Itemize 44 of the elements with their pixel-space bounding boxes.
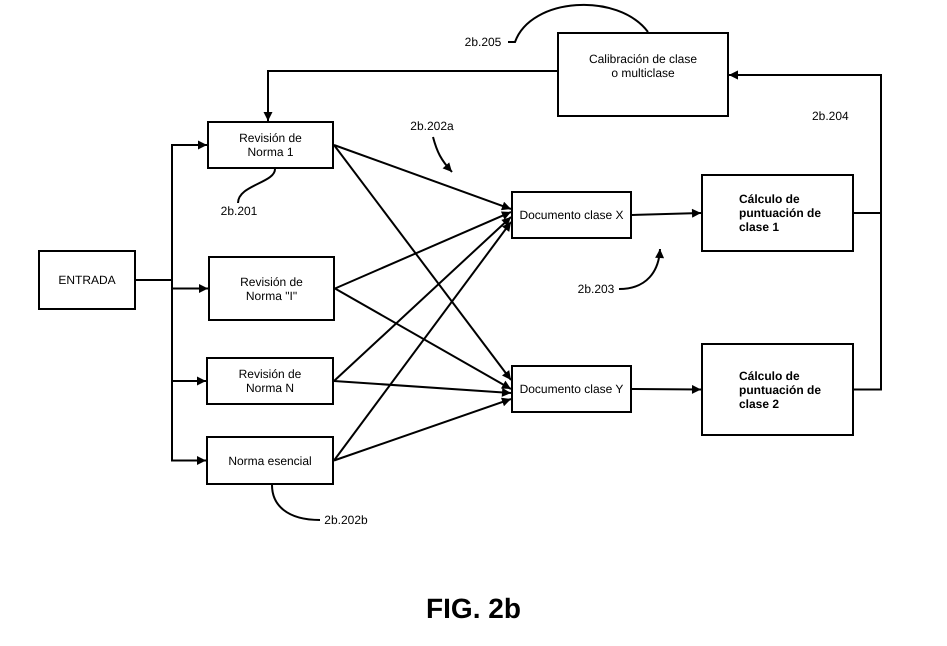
arrow: [333, 221, 512, 462]
reference-numeral: 2b.202a: [406, 118, 458, 134]
arrow: [333, 144, 512, 381]
box-text: Revisión de Norma N: [238, 367, 302, 395]
box-text: Calibración de clase o multiclase: [588, 52, 698, 80]
reference-numeral: 2b.205: [460, 34, 506, 50]
process-box: [701, 174, 854, 252]
box-text: Norma esencial: [228, 454, 312, 468]
process-box: [701, 343, 854, 436]
leader-arrow: [432, 136, 453, 173]
arrow: [333, 216, 512, 382]
process-box: [511, 365, 632, 413]
box-text: Revisión de Norma "I": [239, 274, 304, 302]
process-box: [511, 191, 632, 239]
reference-numeral: 2b.203: [575, 281, 617, 297]
arrow: [334, 398, 512, 462]
arrow: [632, 384, 701, 394]
leader-line: [237, 168, 276, 204]
figure-caption: FIG. 2b: [426, 592, 521, 626]
process-box: [207, 121, 334, 169]
arrow: [334, 288, 512, 390]
box-text: Cálculo de puntuación de clase 1: [739, 192, 822, 234]
arrow: [729, 70, 882, 390]
process-box: [206, 357, 334, 405]
box-text: Cálculo de puntuación de clase 2: [739, 368, 822, 410]
leader-line: [271, 484, 320, 521]
leader-line: [508, 4, 649, 43]
leader-arrow: [618, 248, 664, 290]
reference-numeral: 2b.202b: [320, 512, 372, 528]
arrow: [264, 70, 557, 121]
arrow: [632, 208, 702, 218]
process-box: [206, 436, 334, 485]
process-box: [557, 32, 729, 117]
reference-numeral: 2b.201: [218, 203, 260, 219]
arrow: [334, 144, 512, 210]
arrow: [334, 211, 512, 290]
box-text: Documento clase Y: [520, 382, 624, 396]
process-box: [38, 250, 136, 310]
process-box: [208, 256, 335, 321]
reference-numeral: 2b.204: [812, 108, 849, 125]
box-text: Revisión de Norma 1: [238, 131, 303, 159]
box-text: Documento clase X: [519, 208, 624, 222]
box-text: ENTRADA: [58, 273, 116, 287]
arrow: [334, 380, 512, 397]
